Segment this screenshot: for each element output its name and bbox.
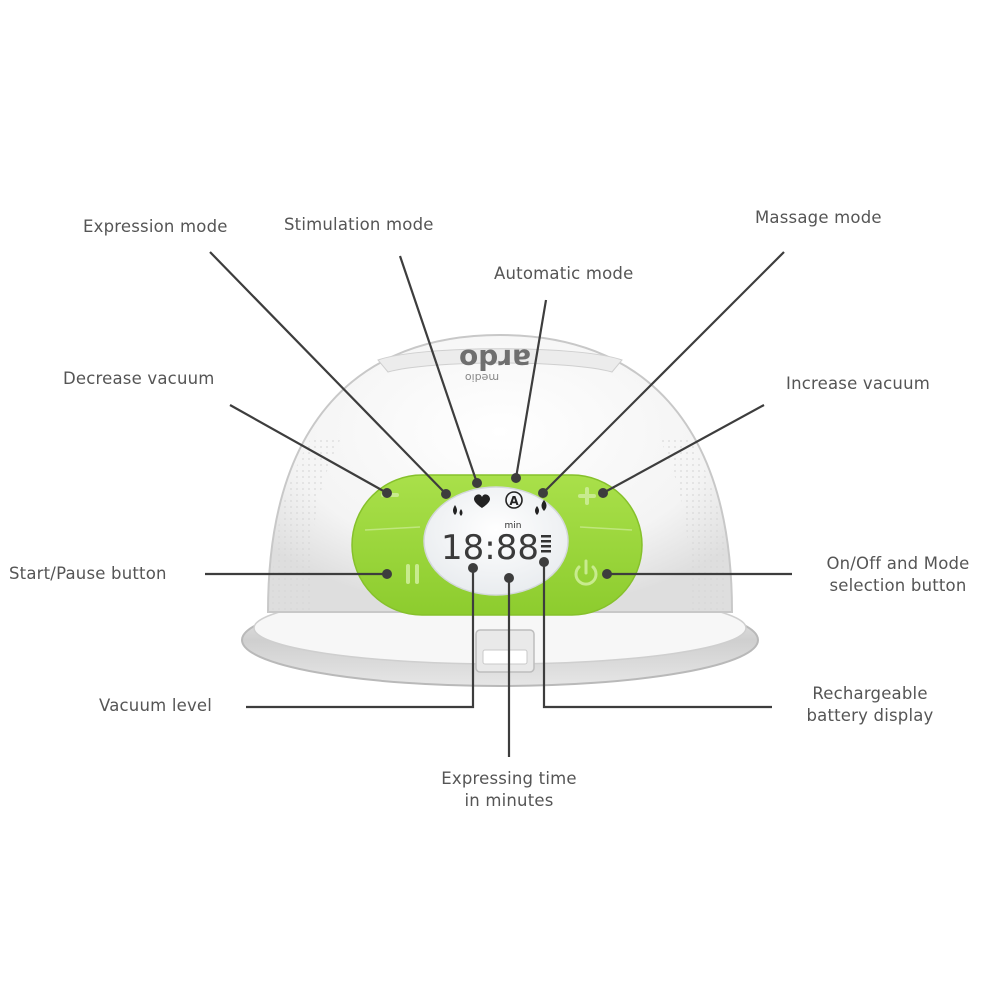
drops-icon [453,505,463,516]
power-icon [574,559,598,586]
leader-stimulation [398,255,479,484]
battery-bars-icon [541,535,551,553]
heart-icon [474,494,490,508]
pause-icon [406,564,419,584]
label-automatic-mode: Automatic mode [494,264,634,283]
minutes-unit: min [505,521,522,531]
leader-decrease [229,404,388,494]
svg-text:A: A [509,494,519,508]
label-time-line1: Expressing time [441,769,577,788]
leader-vacuum-level [246,568,475,709]
label-battery-display: Rechargeable battery display [790,683,950,727]
label-battery-line2: battery display [806,706,934,725]
label-expressing-time: Expressing time in minutes [419,768,599,812]
leader-massage [542,251,785,494]
automatic-a-icon: A [505,491,523,509]
label-time-line2: in minutes [464,791,554,810]
leader-lines [205,251,792,757]
power-mode-button[interactable] [574,559,598,586]
label-onoff-line2: selection button [829,576,967,595]
swirl-drops-icon [535,500,547,515]
label-decrease-vacuum: Decrease vacuum [63,369,215,388]
label-massage-mode: Massage mode [755,208,882,227]
leader-battery [542,562,772,709]
label-onoff-mode: On/Off and Mode selection button [808,553,988,597]
leader-automatic [514,299,548,479]
brand-logo: ardo medio [459,343,531,384]
label-stimulation-mode: Stimulation mode [284,215,434,234]
start-pause-button[interactable] [406,564,419,584]
label-increase-vacuum: Increase vacuum [786,374,931,393]
label-expression-mode: Expression mode [83,217,228,236]
label-battery-line1: Rechargeable [812,684,928,703]
leader-expression [209,251,447,495]
leader-increase [602,404,765,494]
digit-readout: 18:88 [441,528,539,568]
label-start-pause: Start/Pause button [9,564,167,583]
brand-name: ardo [459,343,531,376]
label-vacuum-level: Vacuum level [99,696,213,715]
label-onoff-line1: On/Off and Mode [826,554,970,573]
digit-display: 18:88 [441,528,539,568]
plus-icon [578,487,596,505]
increase-vacuum-button[interactable] [578,487,596,505]
leader-dots [382,473,612,583]
brand-sub: medio [465,371,500,384]
